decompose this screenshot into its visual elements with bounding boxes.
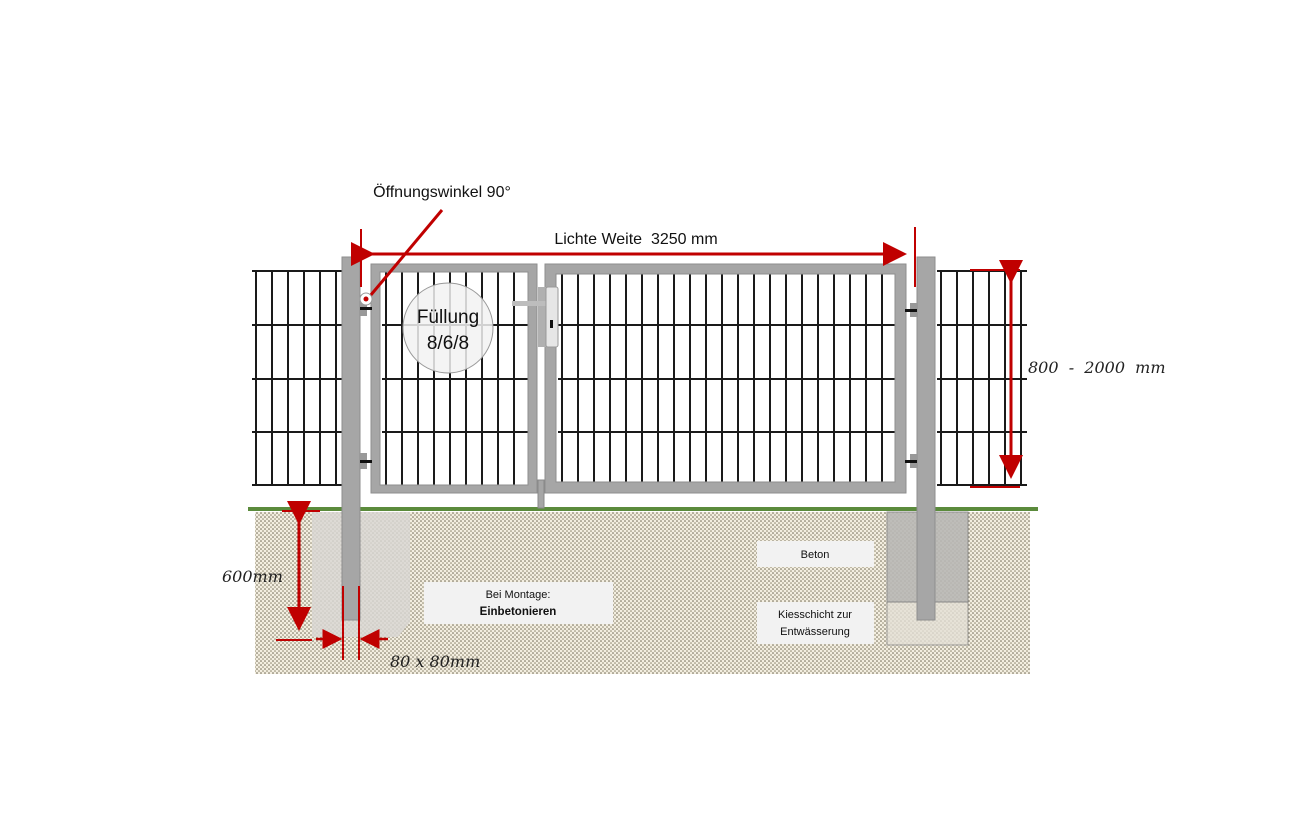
right-gate-infill	[558, 274, 896, 482]
depth-label: 600mm	[222, 567, 283, 586]
clear-width-label: Lichte Weite 3250 mm	[554, 231, 717, 248]
concrete-label: Beton	[801, 549, 830, 561]
ground-line	[248, 507, 1038, 511]
opening-angle-label: Öffnungswinkel 90°	[373, 183, 511, 201]
left-fence-panel	[252, 270, 344, 486]
concrete-label-box	[757, 541, 874, 567]
ground-bolt	[537, 479, 545, 509]
keyhole-icon	[550, 320, 553, 328]
left-post	[341, 256, 361, 621]
gravel-label-line1: Kiesschicht zur	[778, 609, 852, 621]
post-size-label: 80 x 80mm	[390, 652, 480, 671]
infill-value: 8/6/8	[427, 333, 469, 354]
infill-label: Füllung	[417, 307, 479, 328]
mounting-note-line2: Einbetonieren	[480, 606, 557, 618]
gravel-label-box	[757, 602, 874, 644]
right-fence-panel	[937, 270, 1027, 486]
lock-plate-back	[538, 287, 546, 347]
hinges	[360, 300, 917, 469]
right-post	[916, 256, 936, 621]
door-handle[interactable]	[512, 301, 548, 306]
fence-meshes	[252, 270, 1027, 486]
gravel-label-line2: Entwässerung	[780, 626, 850, 638]
height-range-label: 800 - 2000 mm	[1028, 358, 1166, 377]
mounting-note-box	[424, 582, 613, 624]
infill-callout-circle	[402, 282, 494, 374]
mounting-note-line1: Bei Montage:	[486, 589, 551, 601]
left-concrete-foundation	[312, 512, 410, 637]
lock-plate	[545, 286, 559, 348]
